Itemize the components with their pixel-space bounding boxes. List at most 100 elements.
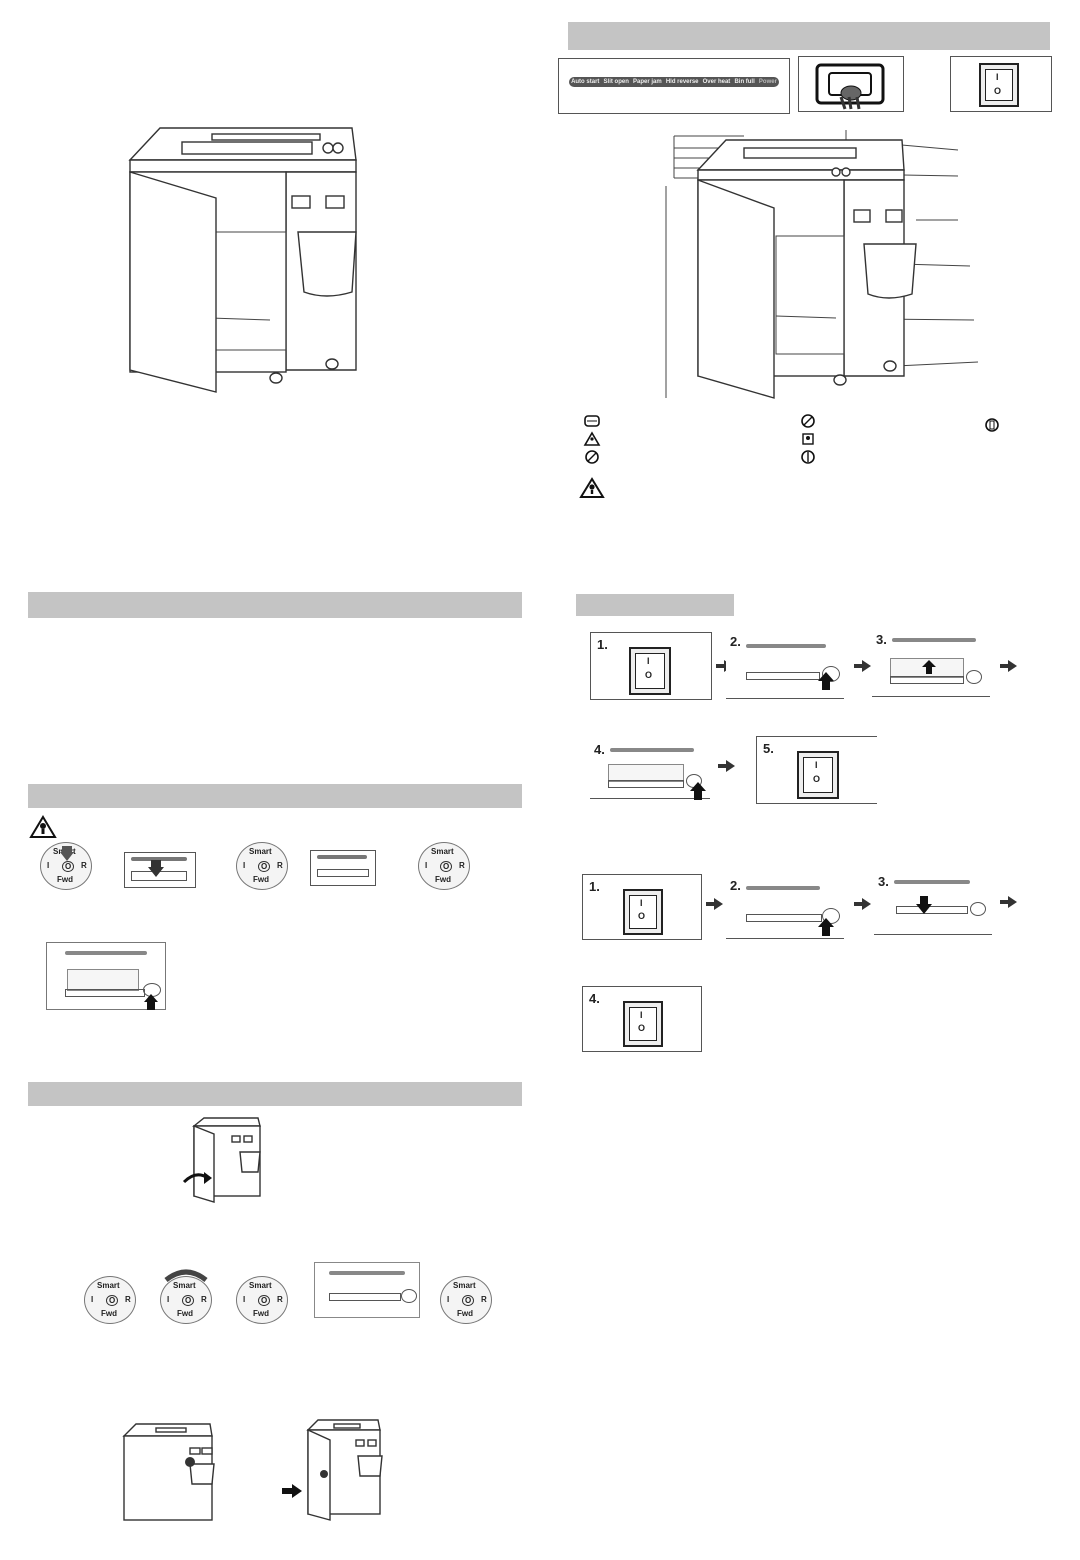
dial-label-r: R [125, 1295, 131, 1304]
section-header-bar-1 [28, 592, 522, 618]
press-arrow-icon [690, 782, 706, 800]
panel-label-hld-reverse: Hld reverse [665, 79, 699, 85]
switch-on-label: I [815, 760, 818, 770]
no-tie-icon [801, 414, 815, 428]
rocker-switch-icon: I O [623, 1001, 663, 1047]
curved-arrow-icon [164, 1269, 208, 1283]
control-dial-op-2: Smart I O R Fwd [160, 1276, 212, 1324]
dial-label-smart: Smart [173, 1281, 196, 1290]
switch-off-label: O [645, 670, 653, 680]
panel-label-over-heat: Over heat [702, 79, 731, 85]
dial-label-fwd: Fwd [435, 875, 451, 884]
control-dial-op-3: Smart I O R Fwd [236, 1276, 288, 1324]
shredder-door-open-illustration [182, 1117, 261, 1203]
down-arrow-icon [148, 860, 164, 877]
dial-label-r: R [81, 861, 87, 870]
control-panel-strip: Auto start Slit open Paper jam Hld rever… [569, 77, 779, 87]
warning-icon [579, 477, 605, 498]
step-number: 3. [876, 632, 887, 647]
warning-icon [29, 815, 57, 838]
control-dial-smart: Smart I O R Fwd [40, 842, 92, 890]
power-cord-frame [798, 56, 904, 112]
step-number: 4. [594, 742, 605, 757]
right-arrow-icon [282, 1484, 302, 1498]
panel-paper-clear [314, 1262, 420, 1318]
panel-label-bin-full: Bin full [734, 79, 755, 85]
dial-label-smart: Smart [453, 1281, 476, 1290]
section-header-bar-5 [576, 594, 734, 616]
switch-on-label: I [996, 72, 999, 82]
switch-off-label: O [994, 86, 1002, 96]
dial-label-i: I [425, 861, 428, 870]
no-hand-icon [585, 450, 599, 464]
shredder-door-open-illustration-2 [306, 1419, 383, 1521]
dial-label-fwd: Fwd [457, 1309, 473, 1318]
control-dial-op-4: Smart I O R Fwd [440, 1276, 492, 1324]
up-arrow-icon [922, 660, 936, 674]
step-number: 1. [589, 879, 600, 894]
no-child-icon [802, 433, 814, 445]
step-b3-box: 3. [874, 872, 992, 935]
dial-label-fwd: Fwd [253, 875, 269, 884]
dial-label-smart: Smart [249, 847, 272, 856]
power-cord-icon [815, 63, 885, 110]
power-switch-frame: I O [950, 56, 1052, 112]
dial-label-o: O [258, 1295, 271, 1306]
shredder-parts-diagram [665, 130, 979, 399]
press-arrow-icon [818, 672, 834, 690]
step-number: 2. [730, 878, 741, 893]
no-liquid-icon [985, 418, 999, 432]
panel-label-power: Power [758, 79, 777, 85]
dial-label-i: I [447, 1295, 450, 1304]
dial-label-smart: Smart [97, 1281, 120, 1290]
switch-on-label: I [647, 656, 650, 666]
dial-label-i: I [167, 1295, 170, 1304]
section-header-bar-4 [568, 22, 1050, 50]
dial-label-o: O [106, 1295, 119, 1306]
panel-paper-jam [46, 942, 166, 1010]
step-number: 2. [730, 634, 741, 649]
dial-label-fwd: Fwd [57, 875, 73, 884]
dial-label-i: I [243, 1295, 246, 1304]
dial-label-i: I [47, 861, 50, 870]
dial-label-o: O [62, 861, 75, 872]
switch-off-label: O [813, 774, 821, 784]
control-dial-reverse: Smart I O R Fwd [418, 842, 470, 890]
dial-label-r: R [277, 861, 283, 870]
dial-label-fwd: Fwd [101, 1309, 117, 1318]
dial-label-r: R [459, 861, 465, 870]
dial-label-i: I [91, 1295, 94, 1304]
dial-label-r: R [201, 1295, 207, 1304]
step-a1-box: 1. I O [590, 632, 712, 700]
section-header-bar-2 [28, 784, 522, 808]
next-arrow-icon [854, 898, 871, 910]
dial-label-smart: Smart [431, 847, 454, 856]
press-arrow-icon [144, 994, 158, 1010]
next-arrow-icon [854, 660, 871, 672]
dial-label-o: O [258, 861, 271, 872]
section-header-bar-3 [28, 1082, 522, 1106]
switch-off-label: O [638, 911, 646, 921]
step-b4-box: 4. I O [582, 986, 702, 1052]
next-arrow-icon [1000, 660, 1017, 672]
switch-on-label: I [640, 1010, 643, 1020]
dial-label-fwd: Fwd [177, 1309, 193, 1318]
rocker-switch-icon: I O [623, 889, 663, 935]
dial-label-i: I [243, 861, 246, 870]
dial-label-o: O [182, 1295, 195, 1306]
dial-label-r: R [481, 1295, 487, 1304]
rocker-switch-icon: I O [629, 647, 671, 695]
step-number: 4. [589, 991, 600, 1006]
next-arrow-icon [706, 898, 723, 910]
switch-on-label: I [640, 898, 643, 908]
panel-label-slit-open: Slit open [603, 79, 629, 85]
warning-person-icon [583, 431, 601, 446]
step-a4-box: 4. [590, 740, 710, 799]
switch-off-label: O [638, 1023, 646, 1033]
step-number: 1. [597, 637, 608, 652]
dial-label-o: O [440, 861, 453, 872]
down-arrow-icon [60, 846, 74, 861]
no-spray-icon [801, 450, 815, 464]
step-b1-box: 1. I O [582, 874, 702, 940]
dial-label-r: R [277, 1295, 283, 1304]
